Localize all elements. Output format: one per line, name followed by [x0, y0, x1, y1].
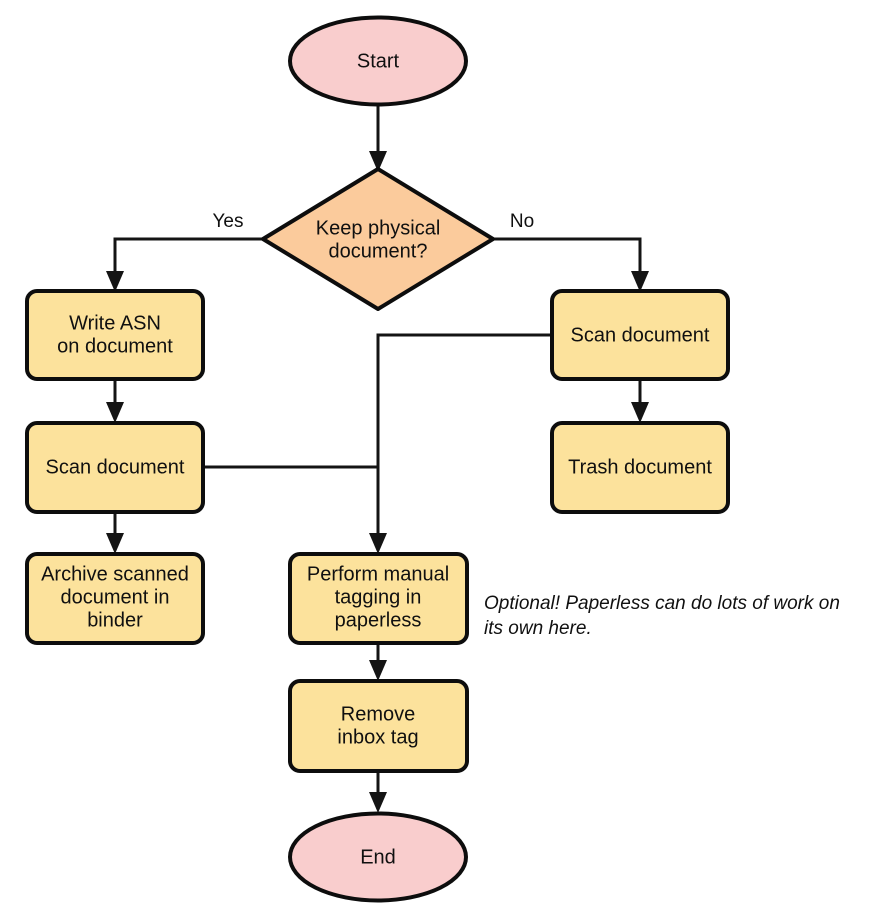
edge-label-yes: Yes	[213, 211, 244, 232]
node-remove-inbox-label-line1: Remove	[341, 703, 415, 725]
edge-label-no: No	[510, 211, 534, 232]
node-write-asn-label-line1: Write ASN	[69, 312, 161, 334]
node-start[interactable]: Start	[288, 15, 468, 107]
node-decision-keep-physical-document[interactable]: Keep physical document?	[261, 167, 495, 311]
edge-tagging-to-remove-inbox	[369, 643, 387, 681]
node-start-label: Start	[357, 50, 400, 72]
edge-scan-right-to-tagging	[369, 333, 552, 554]
node-tagging-label-line1: Perform manual	[307, 563, 449, 585]
node-trash-document-label: Trash document	[568, 456, 712, 478]
edge-scan-left-to-archive	[106, 512, 124, 554]
node-decision-label-line2: document?	[329, 240, 428, 262]
node-end[interactable]: End	[288, 811, 468, 903]
node-write-asn-on-document[interactable]: Write ASN on document	[25, 289, 205, 381]
edge-remove-inbox-to-end	[369, 771, 387, 813]
edge-start-to-decision	[369, 104, 387, 172]
node-archive-label-line3: binder	[87, 609, 143, 631]
annotation-optional-note-line2: its own here.	[484, 618, 592, 639]
node-tagging-label-line2: tagging in	[335, 586, 422, 608]
node-scan-document-right-label: Scan document	[571, 324, 710, 346]
node-end-label: End	[360, 846, 396, 868]
node-remove-inbox-tag[interactable]: Remove inbox tag	[288, 679, 469, 773]
edge-decision-yes-to-write-asn	[106, 237, 263, 292]
node-remove-inbox-label-line2: inbox tag	[337, 726, 418, 748]
node-archive-scanned-document-in-binder[interactable]: Archive scanned document in binder	[25, 552, 205, 645]
annotation-optional-note-line1: Optional! Paperless can do lots of work …	[484, 593, 840, 614]
annotation-optional-note: Optional! Paperless can do lots of work …	[484, 593, 840, 639]
node-archive-label-line1: Archive scanned	[41, 563, 189, 585]
node-scan-document-right[interactable]: Scan document	[550, 289, 730, 381]
edge-scan-right-to-trash	[631, 379, 649, 423]
node-decision-label-line1: Keep physical	[316, 217, 441, 239]
node-archive-label-line2: document in	[61, 586, 170, 608]
node-write-asn-label-line2: on document	[57, 335, 173, 357]
node-scan-document-left[interactable]: Scan document	[25, 421, 205, 514]
node-tagging-label-line3: paperless	[335, 609, 422, 631]
node-trash-document[interactable]: Trash document	[550, 421, 730, 514]
edge-decision-no-to-scan-right	[493, 237, 649, 292]
node-scan-document-left-label: Scan document	[46, 456, 185, 478]
edge-write-asn-to-scan-left	[106, 379, 124, 423]
node-perform-manual-tagging[interactable]: Perform manual tagging in paperless	[288, 552, 469, 645]
